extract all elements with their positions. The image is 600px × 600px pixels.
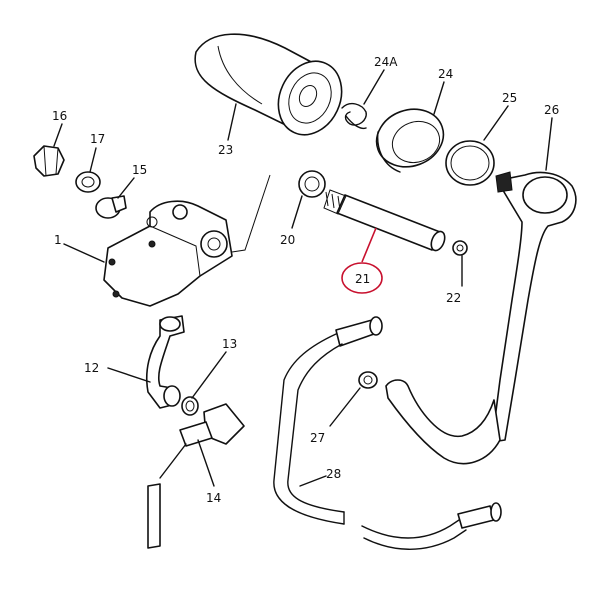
part-14-connector[interactable] bbox=[147, 403, 245, 549]
callout-16: 16 bbox=[52, 109, 67, 123]
callout-14: 14 bbox=[206, 491, 221, 505]
callout-24: 24 bbox=[438, 67, 453, 81]
callout-21: 21 bbox=[355, 272, 370, 286]
part-13-o-ring[interactable] bbox=[181, 396, 199, 416]
part-23-filter-element[interactable] bbox=[194, 33, 353, 145]
callout-27: 27 bbox=[310, 431, 325, 445]
callout-24a: 24A bbox=[374, 55, 398, 69]
part-25-o-ring[interactable] bbox=[445, 140, 495, 186]
callout-22: 22 bbox=[446, 291, 461, 305]
part-27-o-ring[interactable] bbox=[358, 371, 378, 389]
highlight-circle bbox=[341, 262, 383, 294]
callout-labels: 16 17 15 1 12 13 14 23 20 24A 24 25 26 2… bbox=[52, 55, 559, 505]
leader-line-21 bbox=[361, 227, 377, 263]
part-24-seal[interactable] bbox=[368, 100, 451, 176]
part-28-line[interactable] bbox=[273, 316, 502, 550]
callout-15: 15 bbox=[132, 163, 147, 177]
callout-28: 28 bbox=[326, 467, 341, 481]
part-15-plug[interactable] bbox=[95, 195, 127, 219]
callout-1: 1 bbox=[54, 233, 62, 247]
callout-23: 23 bbox=[218, 143, 233, 157]
leader-lines bbox=[53, 69, 553, 487]
part-24a-clip[interactable] bbox=[341, 102, 367, 130]
part-17-washer[interactable] bbox=[75, 171, 101, 193]
part-16-plug[interactable] bbox=[33, 145, 65, 177]
highlighted-callout-21[interactable]: 21 bbox=[341, 262, 383, 294]
callout-13: 13 bbox=[222, 337, 237, 351]
callout-26: 26 bbox=[544, 103, 559, 117]
part-26-elbow-hose[interactable] bbox=[491, 171, 577, 443]
part-22-washer[interactable] bbox=[452, 240, 468, 256]
callout-20: 20 bbox=[280, 233, 295, 247]
part-12-tube-fitting[interactable] bbox=[145, 315, 185, 409]
part-1-valve-body[interactable] bbox=[103, 200, 233, 307]
part-20-gasket[interactable] bbox=[231, 170, 326, 253]
part-21-tube[interactable] bbox=[323, 189, 447, 253]
callout-12: 12 bbox=[84, 361, 99, 375]
return-hose[interactable] bbox=[385, 379, 501, 465]
callout-17: 17 bbox=[90, 132, 105, 146]
callout-25: 25 bbox=[502, 91, 517, 105]
